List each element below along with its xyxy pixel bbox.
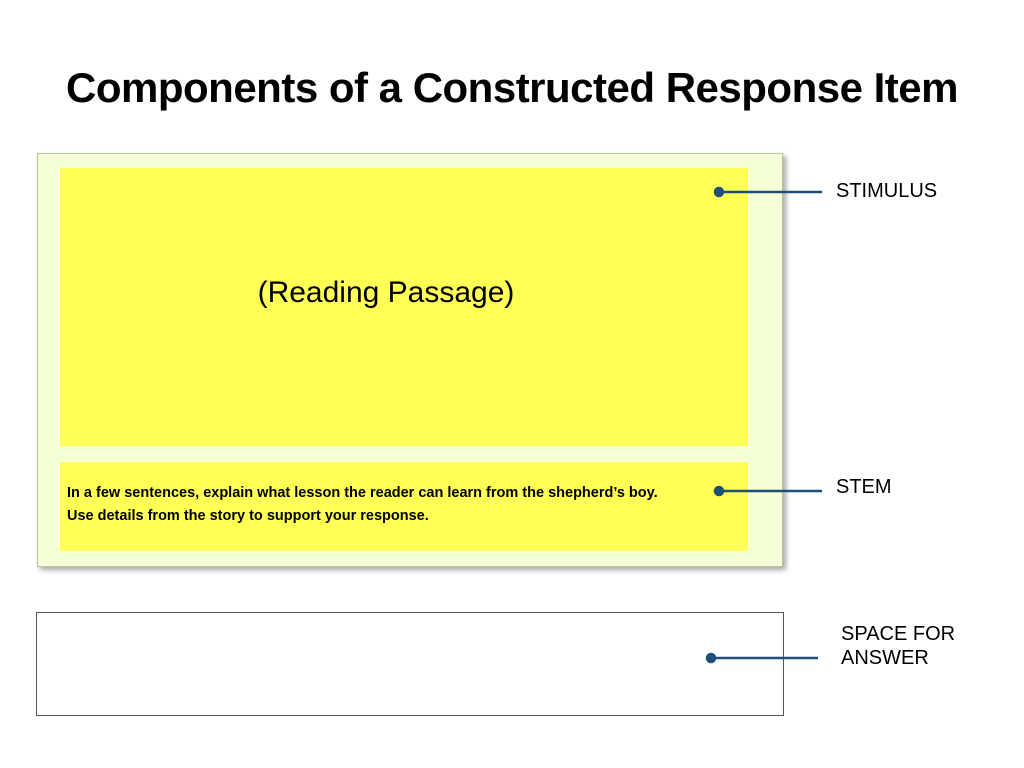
stimulus-placeholder-text: (Reading Passage) <box>257 276 515 309</box>
stem-question-text: In a few sentences, explain what lesson … <box>67 485 658 524</box>
answer-space-box <box>36 612 784 716</box>
slide-title: Components of a Constructed Response Ite… <box>66 64 958 111</box>
stem-label: STEM <box>836 476 892 498</box>
stimulus-label: STIMULUS <box>836 180 938 202</box>
stimulus-panel <box>60 168 748 446</box>
answer-label-line1: SPACE FOR <box>841 623 956 645</box>
answer-space-label: SPACE FOR ANSWER <box>841 622 991 670</box>
answer-label-line2: ANSWER <box>841 647 929 669</box>
stem-panel <box>60 462 748 551</box>
